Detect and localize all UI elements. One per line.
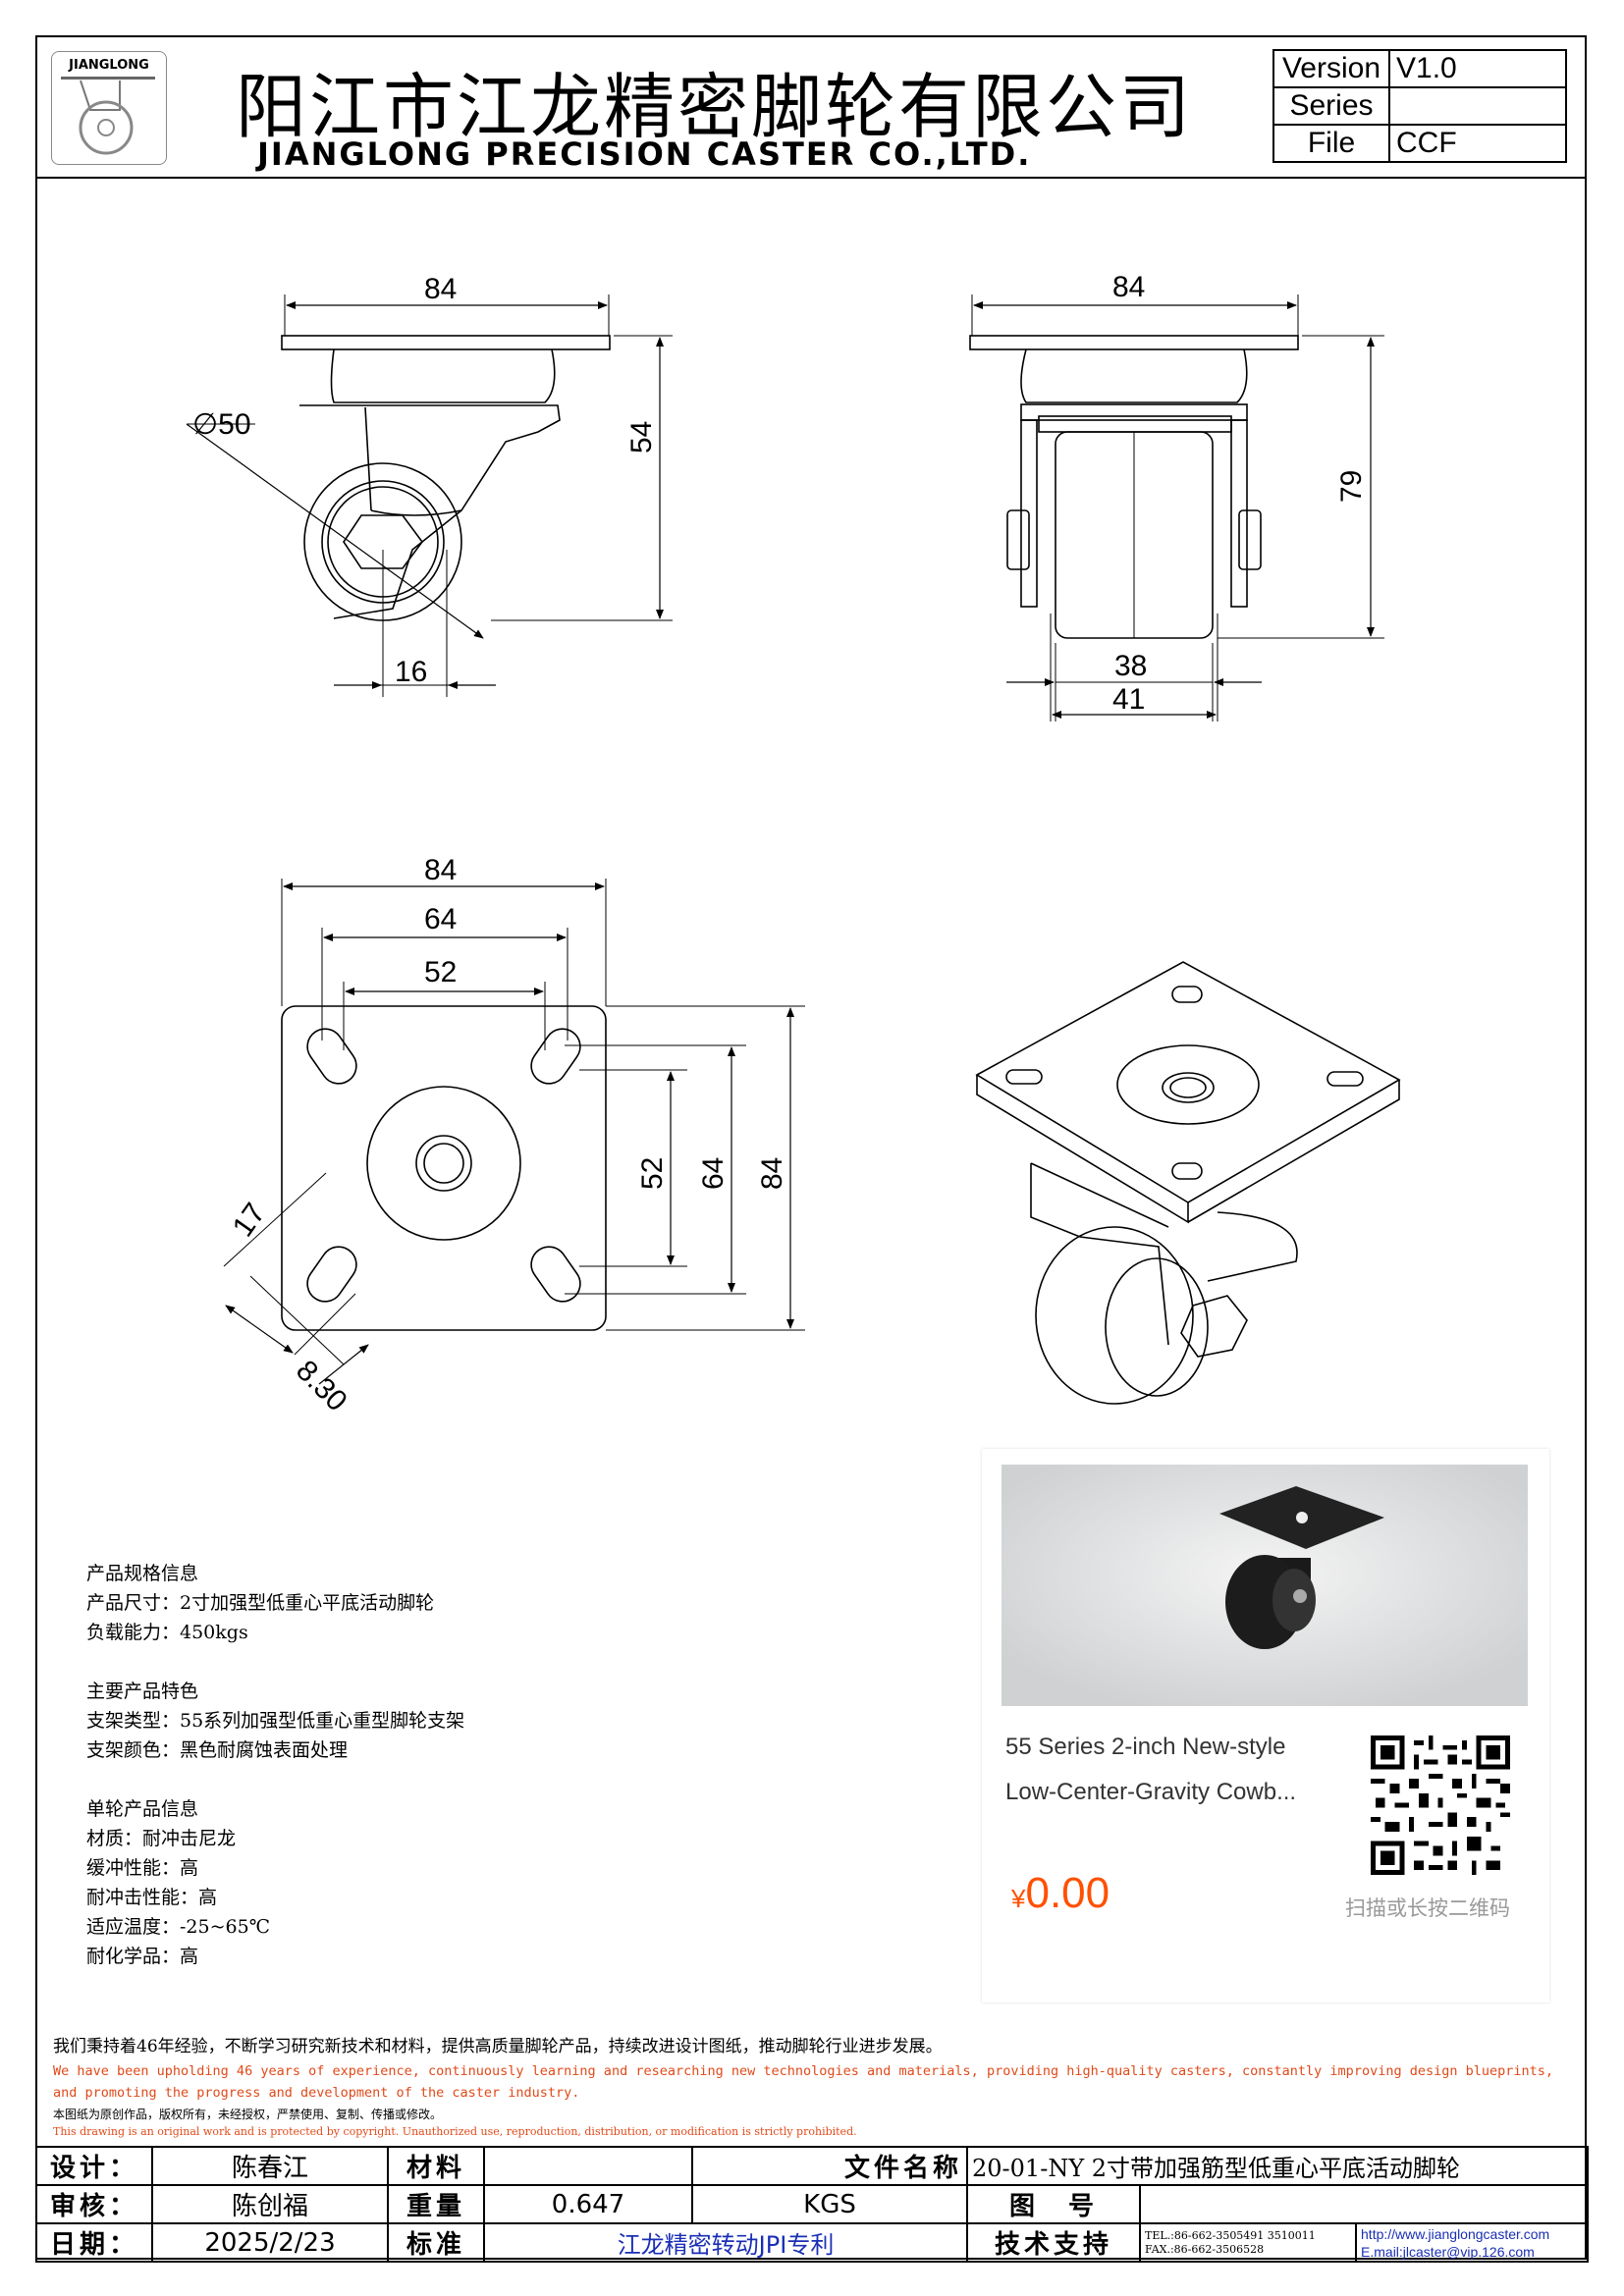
dim-wheel-width: 38 <box>1114 650 1147 682</box>
series-value <box>1388 86 1567 126</box>
fax: FAX.:86-662-3506528 <box>1145 2242 1265 2256</box>
dim-side-width: 84 <box>424 273 457 305</box>
dim-side-offset: 16 <box>395 656 427 688</box>
product-photo <box>1001 1465 1528 1706</box>
spec-bracket-color: 支架颜色：黑色耐腐蚀表面处理 <box>86 1739 349 1761</box>
spec-size: 产品尺寸：2寸加强型低重心平底活动脚轮 <box>86 1592 435 1614</box>
note-en: We have been upholding 46 years of exper… <box>53 2063 1554 2101</box>
side-view <box>186 294 673 697</box>
weight-value: 0.647 <box>483 2184 693 2224</box>
price-currency: ¥ <box>1011 1884 1026 1913</box>
company-name-cn: 阳江市江龙精密脚轮有限公司 <box>236 66 1194 148</box>
dim-side-height: 54 <box>625 421 658 454</box>
reviewer: 陈创福 <box>151 2184 389 2224</box>
copyright-en: This drawing is an original work and is … <box>53 2125 857 2138</box>
series-label: Series <box>1272 86 1390 126</box>
support-label: 技术支持 <box>966 2222 1142 2263</box>
qr-hint: 扫描或长按二维码 <box>1345 1896 1510 1920</box>
spec-material: 材质：耐冲击尼龙 <box>86 1828 237 1849</box>
designer: 陈春江 <box>151 2146 389 2186</box>
product-price: ¥0.00 <box>1011 1869 1110 1918</box>
standard-value: 江龙精密转动JPI专利 <box>482 2222 969 2263</box>
email-link[interactable]: E.mail:jlcaster@vip.126.com <box>1361 2243 1535 2260</box>
dim-plate-v-inner: 52 <box>636 1157 669 1190</box>
tel: TEL.:86-662-3505491 3510011 <box>1145 2228 1316 2242</box>
technical-drawing: 84 ∅50 54 16 84 79 38 41 84 64 52 52 64 … <box>186 271 1401 1417</box>
product-title-line2: Low-Center-Gravity Cowb... <box>1005 1779 1297 1805</box>
website-link[interactable]: http://www.jianglongcaster.com <box>1361 2225 1550 2242</box>
material-label: 材料 <box>387 2146 485 2186</box>
copyright-cn: 本图纸为原创作品，版权所有，未经授权，严禁使用、复制、传播或修改。 <box>53 2108 443 2121</box>
dim-slot-length: 17 <box>227 1198 272 1243</box>
file-label: File <box>1272 124 1390 163</box>
front-view <box>969 294 1384 721</box>
design-label: 设计： <box>35 2146 153 2186</box>
filename-label: 文件名称 <box>690 2146 969 2186</box>
date-label: 日期： <box>35 2222 153 2263</box>
date-value: 2025/2/23 <box>151 2222 389 2263</box>
dim-plate-v-mid: 64 <box>697 1157 730 1190</box>
product-card[interactable]: 55 Series 2-inch New-style Low-Center-Gr… <box>982 1449 1549 2002</box>
drawing-no-label: 图 号 <box>966 2184 1142 2224</box>
version-label: Version <box>1272 49 1390 88</box>
spec-section-title: 产品规格信息 <box>86 1563 199 1584</box>
dim-wheel-diameter: ∅50 <box>192 408 251 441</box>
spec-bracket-type: 支架类型：55系列加强型低重心重型脚轮支架 <box>86 1710 465 1732</box>
contact-phone: TEL.:86-662-3505491 3510011 FAX.:86-662-… <box>1139 2222 1358 2263</box>
contact-web: http://www.jianglongcaster.com E.mail:jl… <box>1355 2222 1590 2263</box>
price-value: 0.00 <box>1025 1869 1110 1917</box>
note-cn: 我们秉持着46年经验，不断学习研究新技术和材料，提供高质量脚轮产品，持续改进设计… <box>53 2037 943 2056</box>
dim-plate-inner: 52 <box>424 956 457 988</box>
spec-section-title: 单轮产品信息 <box>86 1798 199 1820</box>
plate-top-view <box>223 879 805 1385</box>
dim-leg-width: 41 <box>1112 683 1145 716</box>
spec-load: 负载能力：450kgs <box>86 1622 248 1643</box>
review-label: 审核： <box>35 2184 153 2224</box>
product-spec: 产品规格信息 产品尺寸：2寸加强型低重心平底活动脚轮 负载能力：450kgs 主… <box>86 1559 464 1971</box>
dim-plate-mid: 64 <box>424 903 457 935</box>
drawing-no-value <box>1139 2184 1590 2224</box>
notes: 我们秉持着46年经验，不断学习研究新技术和材料，提供高质量脚轮产品，持续改进设计… <box>53 2032 1585 2138</box>
weight-unit: KGS <box>690 2184 969 2224</box>
filename-value: 20-01-NY 2寸带加强筋型低重心平底活动脚轮 <box>966 2146 1590 2186</box>
caster-logo-icon <box>61 77 155 155</box>
company-logo: JIANGLONG <box>51 51 167 165</box>
version-value: V1.0 <box>1388 49 1567 88</box>
dim-front-width: 84 <box>1112 271 1145 303</box>
material-value <box>483 2146 693 2186</box>
header-divider <box>35 177 1587 179</box>
spec-chemical: 耐化学品：高 <box>86 1946 199 1967</box>
title-block: 设计： 陈春江 材料 文件名称 20-01-NY 2寸带加强筋型低重心平底活动脚… <box>35 2146 1590 2263</box>
spec-cushion: 缓冲性能：高 <box>86 1857 199 1879</box>
spec-temperature: 适应温度：-25~65℃ <box>86 1916 270 1938</box>
standard-label: 标准 <box>387 2222 485 2263</box>
dim-front-height: 79 <box>1335 470 1368 503</box>
dim-plate-outer: 84 <box>424 854 457 886</box>
version-table: Version V1.0 Series File CCF <box>1272 49 1567 163</box>
qr-code[interactable] <box>1371 1735 1510 1875</box>
logo-text: JIANGLONG <box>69 58 149 73</box>
spec-section-title: 主要产品特色 <box>86 1681 199 1702</box>
file-value: CCF <box>1388 124 1567 163</box>
dimension-labels: 84 ∅50 54 16 84 79 38 41 84 64 52 52 64 … <box>192 271 1368 1417</box>
isometric-view <box>975 961 1401 1405</box>
dim-plate-v-outer: 84 <box>756 1157 788 1190</box>
weight-label: 重量 <box>387 2184 485 2224</box>
spec-impact: 耐冲击性能：高 <box>86 1887 218 1908</box>
product-title-line1: 55 Series 2-inch New-style <box>1005 1734 1286 1760</box>
company-name-en: JIANGLONG PRECISION CASTER CO.,LTD. <box>257 135 1032 173</box>
